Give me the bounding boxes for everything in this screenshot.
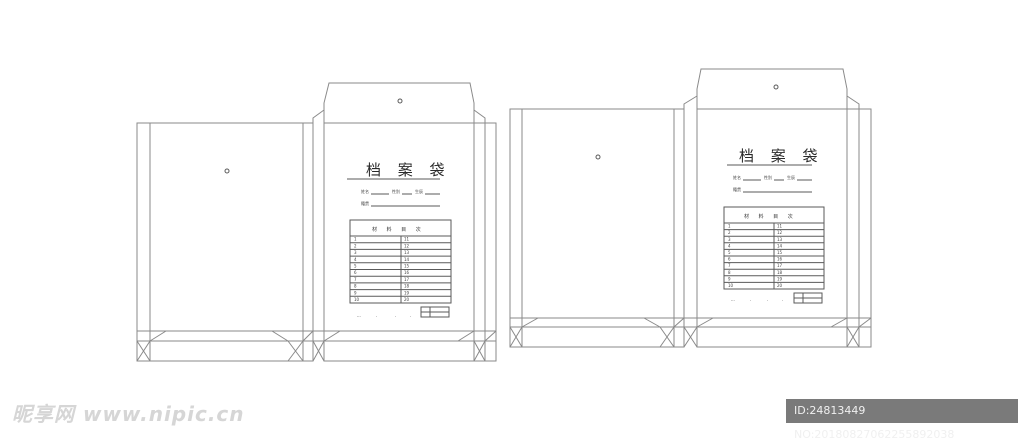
- string-hole-icon: [397, 98, 403, 104]
- field-origin-label: 籍贯: [733, 186, 741, 192]
- table-row-number: 1: [354, 237, 357, 242]
- table-row-number: 18: [404, 284, 410, 289]
- svg-text:·: ·: [376, 314, 377, 319]
- table-row-number: 15: [404, 264, 410, 269]
- svg-text:·: ·: [410, 314, 411, 319]
- table-row-number: 7: [354, 277, 357, 282]
- table-row-number: 20: [777, 283, 783, 288]
- left-back-panel: [136, 122, 304, 362]
- field-origin-label: 籍贯: [361, 200, 369, 206]
- envelope-title: 档 案 袋: [366, 161, 451, 179]
- envelope-title: 档 案 袋: [739, 147, 824, 165]
- site-watermark: 昵享网 www.nipic.cn: [12, 402, 245, 426]
- table-row-number: 10: [728, 283, 734, 288]
- svg-text:·: ·: [767, 298, 768, 303]
- table-row-number: 3: [728, 237, 731, 242]
- table-row-number: 8: [728, 270, 731, 275]
- table-row-number: 4: [354, 257, 357, 262]
- field-name-label: 姓名: [733, 174, 741, 180]
- table-row-number: 5: [354, 264, 357, 269]
- table-row-number: 12: [404, 243, 410, 248]
- string-hole-icon: [773, 84, 779, 90]
- table-row-number: 1: [728, 224, 731, 229]
- svg-text:···: ···: [731, 298, 735, 303]
- right-back-panel: [509, 108, 675, 348]
- string-hole-icon: [595, 154, 601, 160]
- field-birth-label: 生辰: [787, 174, 795, 180]
- table-row-number: 11: [404, 237, 410, 242]
- table-row-number: 15: [777, 250, 783, 255]
- table-row-number: 16: [404, 270, 410, 275]
- table-row-number: 7: [728, 263, 731, 268]
- table-row-number: 18: [777, 270, 783, 275]
- table-row-number: 16: [777, 257, 783, 262]
- table-row-number: 6: [728, 257, 731, 262]
- table-row-number: 14: [404, 257, 410, 262]
- table-row-number: 8: [354, 284, 357, 289]
- field-gender-label: 性别: [764, 174, 772, 180]
- table-row-number: 13: [404, 250, 410, 255]
- left-side-gusset: [302, 122, 314, 362]
- table-row-number: 20: [404, 297, 410, 302]
- field-birth-label: 生辰: [415, 188, 423, 194]
- table-header: 材 料 目 次: [372, 226, 425, 233]
- image-id-watermark: ID:24813449 NO:20180827062255892038: [786, 399, 1018, 441]
- svg-text:·: ·: [782, 298, 783, 303]
- svg-text:·: ·: [750, 298, 751, 303]
- svg-text:·: ·: [395, 314, 396, 319]
- table-row-number: 10: [354, 297, 360, 302]
- table-row-number: 13: [777, 237, 783, 242]
- table-row-number: 4: [728, 243, 731, 248]
- right-side-gusset: [673, 108, 685, 348]
- table-row-number: 3: [354, 250, 357, 255]
- table-row-number: 2: [354, 243, 357, 248]
- table-header: 材 料 目 次: [744, 213, 797, 220]
- string-hole-icon: [224, 168, 230, 174]
- table-row-number: 9: [728, 276, 731, 281]
- table-row-number: 19: [777, 276, 783, 281]
- table-row-number: 2: [728, 230, 731, 235]
- table-row-number: 11: [777, 224, 783, 229]
- left-top-flap: [323, 82, 475, 123]
- table-row-number: 14: [777, 243, 783, 248]
- table-row-number: 17: [404, 277, 410, 282]
- table-row-number: 12: [777, 230, 783, 235]
- table-row-number: 9: [354, 290, 357, 295]
- table-row-number: 19: [404, 290, 410, 295]
- right-top-flap: [696, 68, 848, 109]
- table-row-number: 5: [728, 250, 731, 255]
- svg-text:···: ···: [357, 314, 361, 319]
- table-row-number: 6: [354, 270, 357, 275]
- table-row-number: 17: [777, 263, 783, 268]
- field-gender-label: 性别: [392, 188, 400, 194]
- field-name-label: 姓名: [361, 188, 369, 194]
